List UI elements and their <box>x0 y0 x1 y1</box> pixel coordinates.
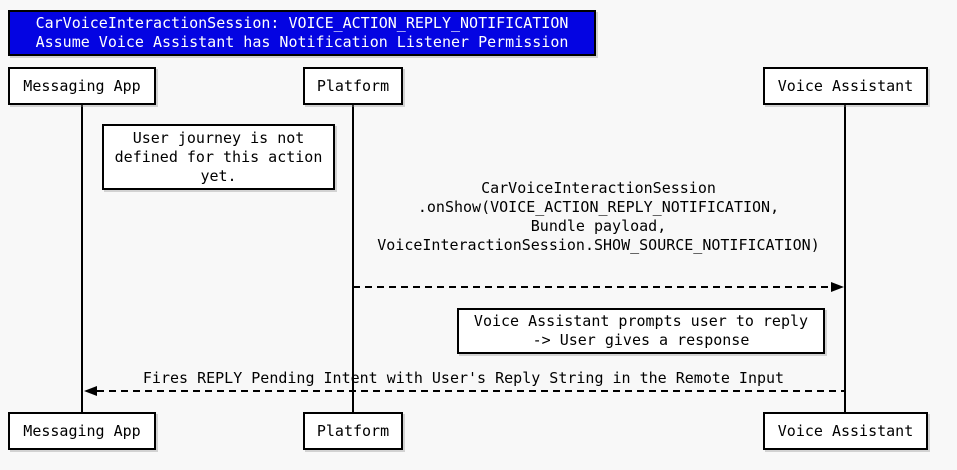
message-line: Bundle payload, <box>530 217 667 235</box>
actor-label: Platform <box>316 76 390 95</box>
message-onshow-label: CarVoiceInteractionSession .onShow(VOICE… <box>353 179 844 255</box>
lifeline-platform <box>352 105 354 412</box>
actor-label: Voice Assistant <box>777 76 914 95</box>
message-line: CarVoiceInteractionSession <box>481 179 716 197</box>
actor-label: Voice Assistant <box>777 421 914 440</box>
actor-label: Platform <box>316 421 390 440</box>
actor-bottom-platform: Platform <box>303 412 403 450</box>
note-voice-assistant-prompts: Voice Assistant prompts user to reply ->… <box>457 308 825 354</box>
message-arrow-fires-reply <box>97 390 845 392</box>
actor-bottom-messaging-app: Messaging App <box>8 412 156 450</box>
lifeline-messaging-app <box>81 105 83 412</box>
actor-label: Messaging App <box>23 421 141 440</box>
actor-top-voice-assistant: Voice Assistant <box>763 67 928 105</box>
note-line: User journey is not <box>132 128 305 147</box>
actor-top-platform: Platform <box>303 67 403 105</box>
message-line: .onShow(VOICE_ACTION_REPLY_NOTIFICATION, <box>417 198 780 216</box>
message-fires-reply-label: Fires REPLY Pending Intent with User's R… <box>82 369 845 388</box>
lifeline-voice-assistant <box>844 105 846 412</box>
note-line: defined for this action <box>114 147 323 166</box>
actor-bottom-voice-assistant: Voice Assistant <box>763 412 928 450</box>
diagram-title-line: CarVoiceInteractionSession: VOICE_ACTION… <box>35 14 569 32</box>
note-user-journey: User journey is not defined for this act… <box>102 124 335 190</box>
arrowhead-left-icon <box>84 386 97 396</box>
diagram-title: CarVoiceInteractionSession: VOICE_ACTION… <box>8 10 596 56</box>
arrowhead-right-icon <box>831 282 844 292</box>
note-line: -> User gives a response <box>532 331 750 349</box>
actor-label: Messaging App <box>23 76 141 95</box>
message-line: VoiceInteractionSession.SHOW_SOURCE_NOTI… <box>377 236 820 254</box>
note-line: Voice Assistant prompts user to reply <box>473 312 809 330</box>
message-arrow-onshow <box>353 286 831 288</box>
actor-top-messaging-app: Messaging App <box>8 67 156 105</box>
diagram-title-line: Assume Voice Assistant has Notification … <box>35 33 569 51</box>
note-line: yet. <box>200 166 237 185</box>
message-line: Fires REPLY Pending Intent with User's R… <box>142 369 785 387</box>
